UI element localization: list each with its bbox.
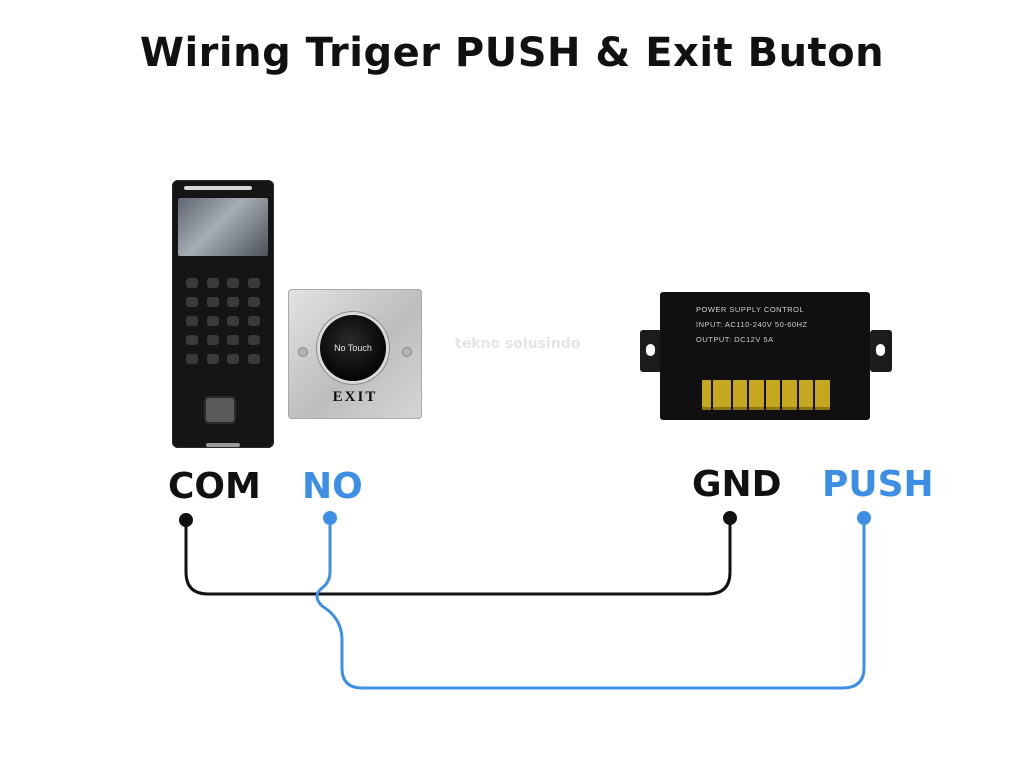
exit-label: EXIT: [332, 389, 378, 405]
dc-terminal-block: [716, 380, 831, 410]
psu-label-output: OUTPUT: DC12V 5A: [696, 335, 774, 344]
terminal-screen: [178, 198, 268, 256]
label-gnd: GND: [692, 464, 782, 505]
screw-icon: [298, 347, 308, 357]
psu-label-title: POWER SUPPLY CONTROL: [696, 305, 805, 314]
power-supply-device: POWER SUPPLY CONTROL INPUT: AC110-240V 5…: [640, 292, 892, 422]
mounting-flange: [870, 330, 892, 372]
terminal-dot-gnd: [723, 511, 737, 525]
power-supply-body: [660, 292, 870, 420]
exit-button-device: No Touch EXIT: [288, 289, 422, 419]
terminal-dot-no: [323, 511, 337, 525]
terminal-brand-logo: [172, 432, 274, 447]
terminal-dot-push: [857, 511, 871, 525]
screw-icon: [402, 347, 412, 357]
label-no: NO: [302, 466, 363, 507]
label-push: PUSH: [822, 464, 934, 505]
black-wire-com-gnd: [184, 516, 732, 596]
psu-label-input: INPUT: AC110-240V 50-60HZ: [696, 320, 808, 329]
terminal-dot-com: [179, 513, 193, 527]
diagram-title: Wiring Triger PUSH & Exit Buton: [139, 30, 885, 76]
blue-wire-no-push: [315, 516, 866, 690]
sensor-text: No Touch: [334, 343, 372, 353]
fingerprint-sensor: [206, 398, 234, 422]
terminal-indicator-bar: [184, 186, 252, 190]
no-touch-sensor: No Touch: [320, 315, 386, 381]
watermark: tekno solusindo: [455, 336, 581, 352]
access-control-terminal: [172, 180, 274, 448]
label-com: COM: [168, 466, 261, 507]
mounting-flange: [640, 330, 662, 372]
terminal-keypad: [184, 276, 262, 366]
